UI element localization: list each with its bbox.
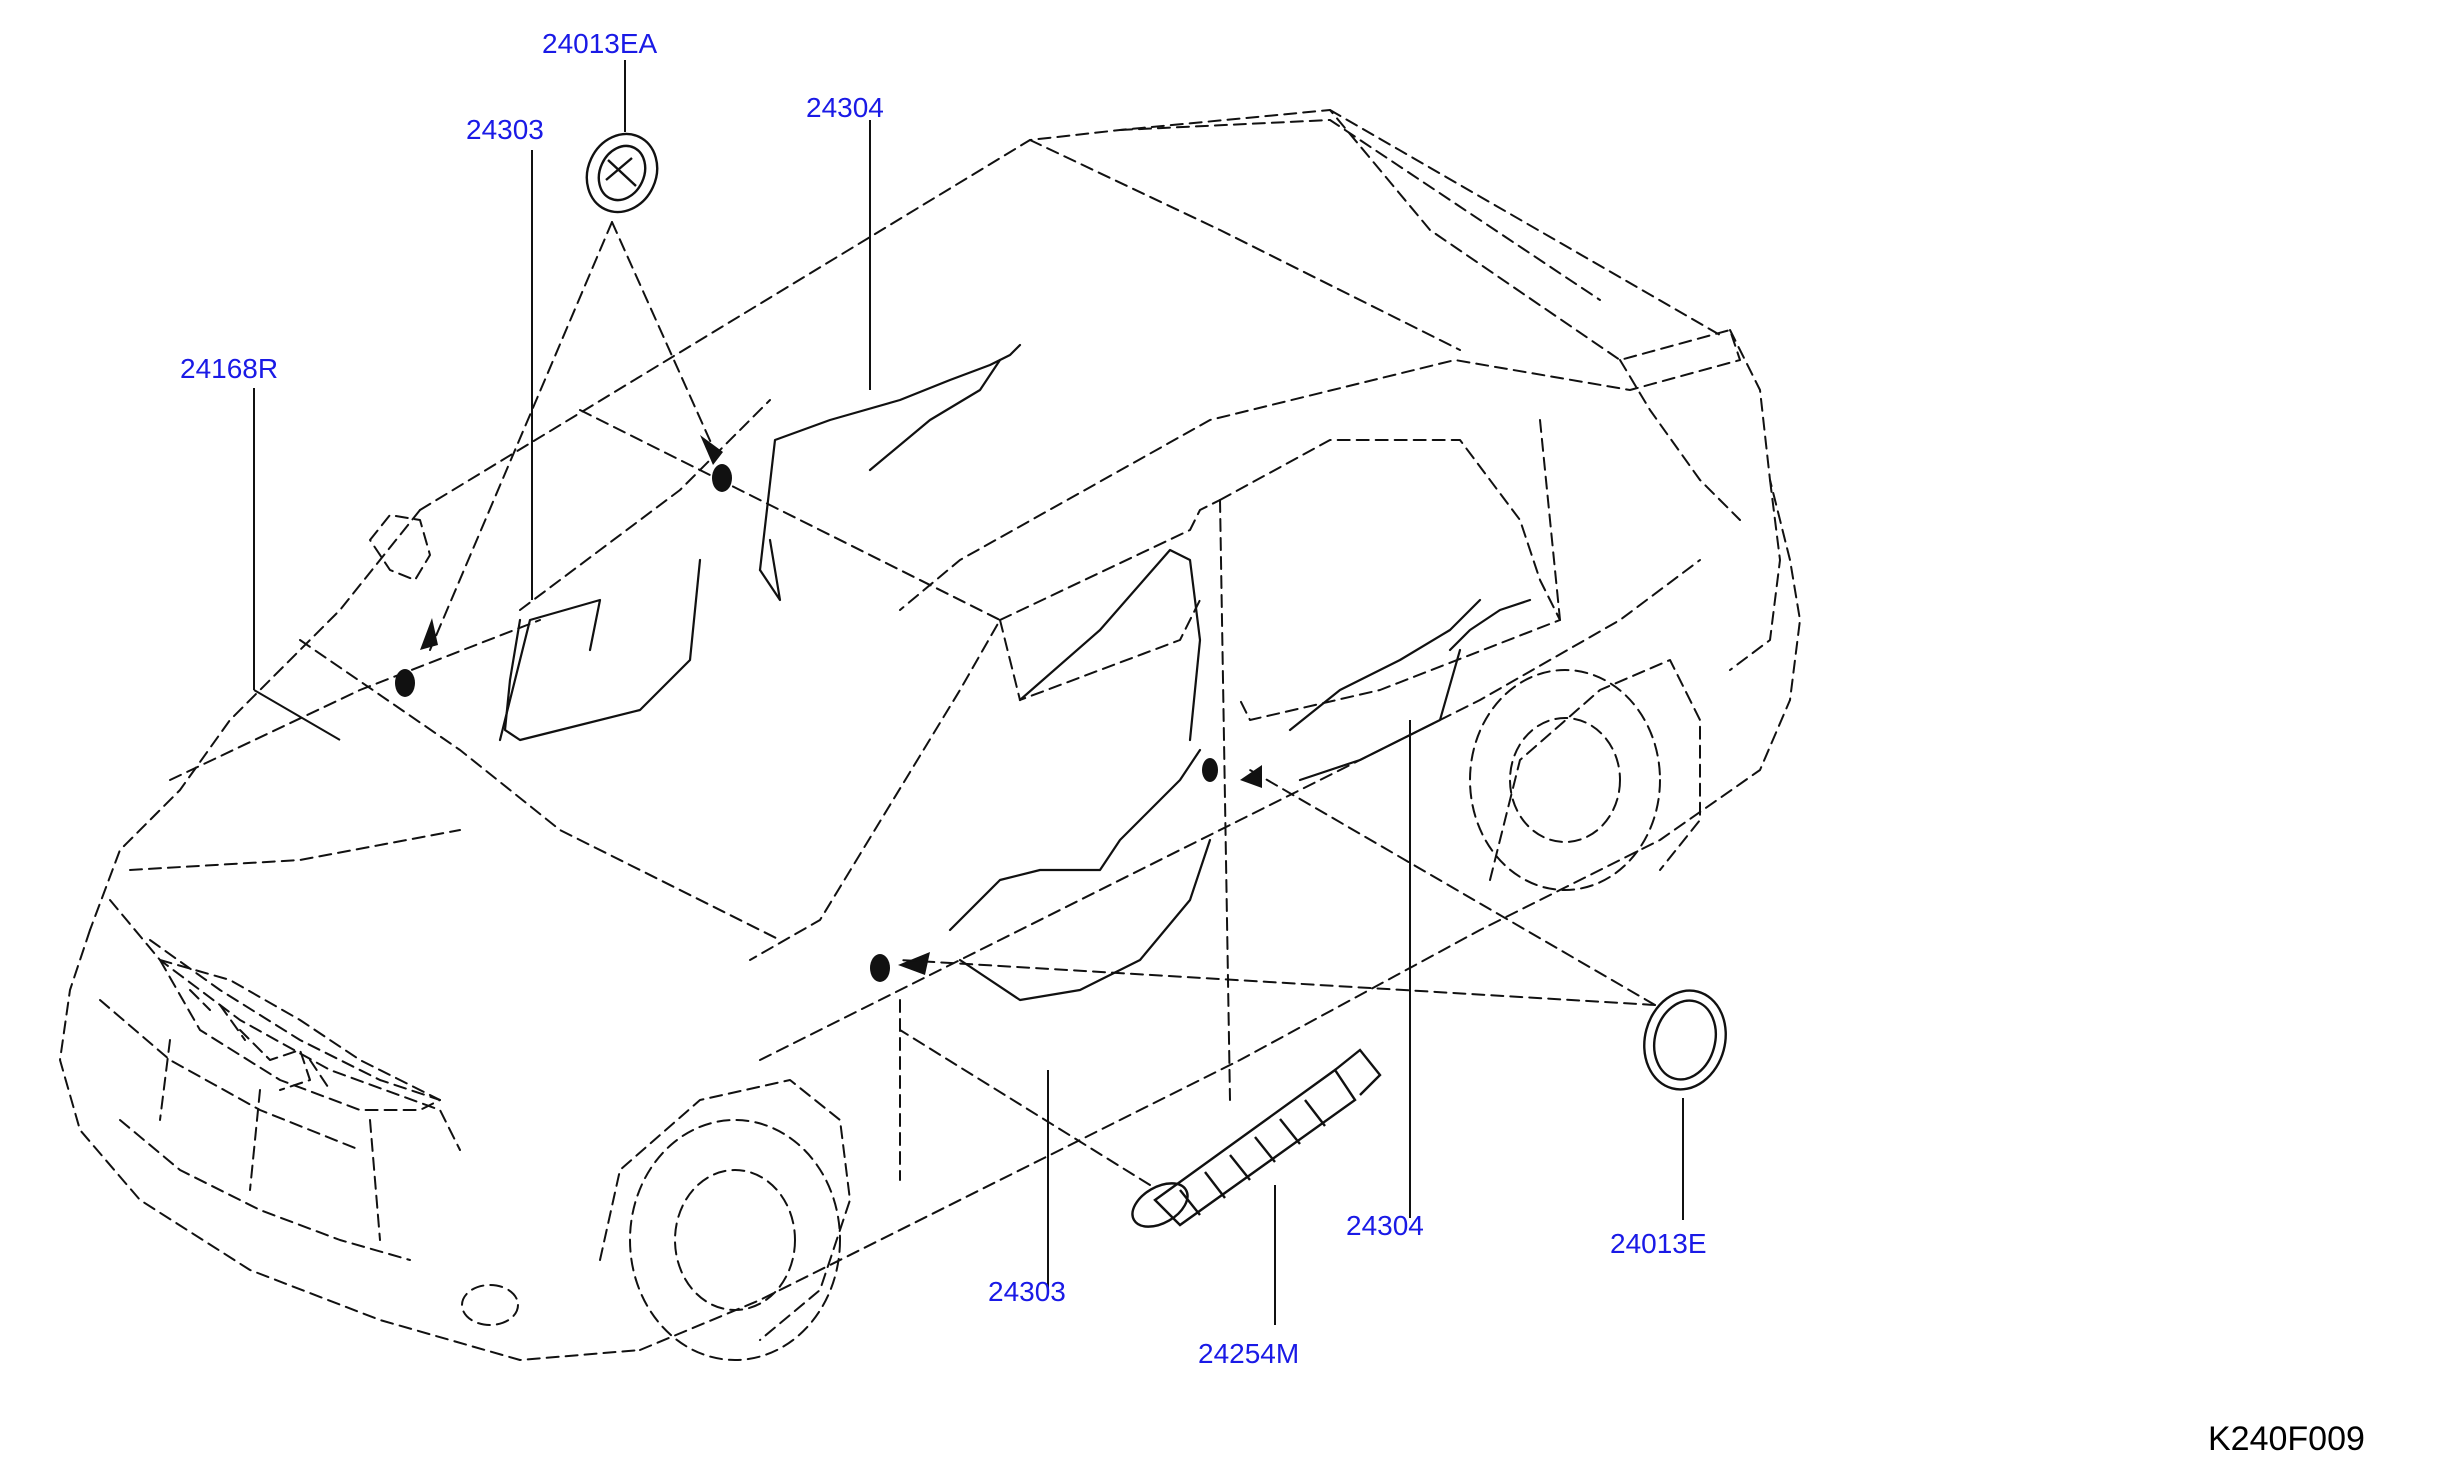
callout-24013e[interactable]: 24013E bbox=[1610, 1228, 1707, 1259]
door-harness-front-2 bbox=[958, 838, 1212, 1002]
door-frame-solid bbox=[1018, 548, 1202, 742]
callout-24013ea[interactable]: 24013EA bbox=[542, 28, 658, 59]
front-harness-route-2 bbox=[503, 558, 702, 742]
callout-24304-lower[interactable]: 24304 bbox=[1346, 1210, 1424, 1241]
connector-marker-icon bbox=[870, 954, 890, 982]
phantom-leaders bbox=[429, 221, 1656, 1186]
upper-left-harness bbox=[758, 538, 782, 602]
rear-lamp-harness bbox=[1448, 598, 1532, 652]
door-harness-rear-2 bbox=[1298, 648, 1462, 782]
roof-harness bbox=[868, 358, 1002, 472]
connector-marker-icon bbox=[395, 669, 415, 697]
a-pillar-harness bbox=[758, 343, 1022, 572]
arrow-head-icon bbox=[898, 952, 930, 975]
grommet-icon bbox=[585, 132, 659, 214]
connector-marker-icon bbox=[712, 464, 732, 492]
vehicle-body-outline bbox=[59, 109, 1801, 1361]
diagram-reference-code: K240F009 bbox=[2208, 1420, 2365, 1458]
arrow-head-icon bbox=[700, 435, 723, 465]
callout-24303-lower[interactable]: 24303 bbox=[988, 1276, 1066, 1307]
corrugated-tube-icon bbox=[1131, 1048, 1382, 1228]
front-harness-route bbox=[498, 598, 602, 742]
arrow-head-icon bbox=[1240, 765, 1262, 788]
grommet-ring-icon bbox=[1643, 989, 1727, 1091]
parts bbox=[395, 132, 1727, 1228]
callout-24168r[interactable]: 24168R bbox=[180, 353, 279, 384]
connector-marker-icon bbox=[1202, 758, 1218, 782]
callout-24254m[interactable]: 24254M bbox=[1198, 1338, 1300, 1369]
door-harness-rear bbox=[1288, 598, 1482, 732]
door-harness-front bbox=[948, 748, 1202, 932]
callout-leaders bbox=[253, 60, 1684, 1325]
harness-routes bbox=[498, 343, 1532, 1002]
arrow-head-icon bbox=[420, 618, 438, 650]
callout-24303-upper[interactable]: 24303 bbox=[466, 114, 544, 145]
callout-24304-upper[interactable]: 24304 bbox=[806, 92, 884, 123]
